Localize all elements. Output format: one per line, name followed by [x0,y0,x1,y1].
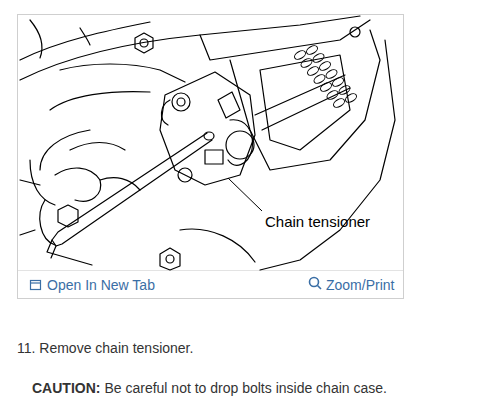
caution-heading: CAUTION: [32,380,100,397]
image-frame [18,15,404,299]
leader-line [228,178,262,211]
timing-chain [293,44,358,109]
part-label: Chain tensioner [265,213,370,231]
step-text: 11. Remove chain tensioner. [17,340,193,357]
zoom-icon [310,278,322,290]
toolbar-link: Open In New Tab [47,277,155,294]
caution-text: Be careful not to drop bolts inside chai… [104,380,387,397]
toolbar-divider [18,270,403,271]
toolbar-link: Zoom/Print [326,277,394,294]
tensioner-drawing [20,16,395,270]
open-tab-icon [31,281,41,290]
